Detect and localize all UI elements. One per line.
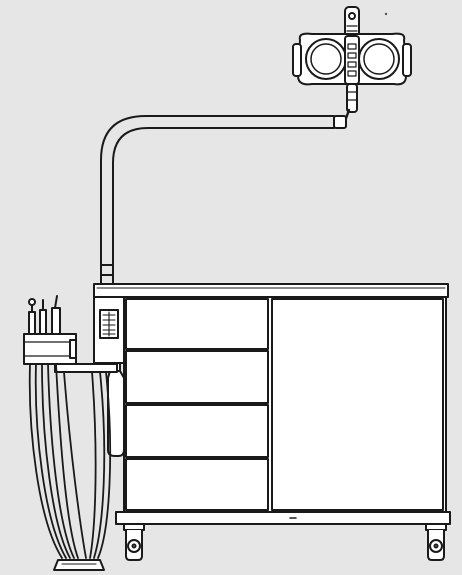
light-handle-right [402,43,412,77]
light-neck [346,83,358,113]
control-panel [93,296,125,364]
operating-light [292,6,412,126]
handpiece-hoses [28,363,112,559]
light-center-column [344,35,360,85]
cabinet-plinth [115,511,451,525]
handpiece-1 [28,303,36,335]
light-reflector-left [305,38,347,80]
light-support-arm [100,115,347,287]
instrument-holder [23,295,118,373]
cabinet-door [271,298,444,511]
speck-mark [384,12,388,16]
holder-bar [54,363,118,373]
cabinet-drawer-3 [125,404,269,458]
cabinet-drawer-1 [125,298,269,350]
cabinet-drawer-2 [125,350,269,404]
cabinet-drawer-4 [125,458,269,511]
caster-wheel-right [425,523,447,561]
light-handle-left [292,43,302,77]
cabinet-countertop [93,283,449,298]
holder-bracket [23,333,77,365]
handpiece-2 [39,299,47,335]
cabinet [93,283,451,525]
foot-control [53,559,105,571]
light-reflector-right [358,38,400,80]
caster-wheel-left [123,523,145,561]
arm-end-joint [333,115,347,129]
handpiece-3 [51,295,61,335]
